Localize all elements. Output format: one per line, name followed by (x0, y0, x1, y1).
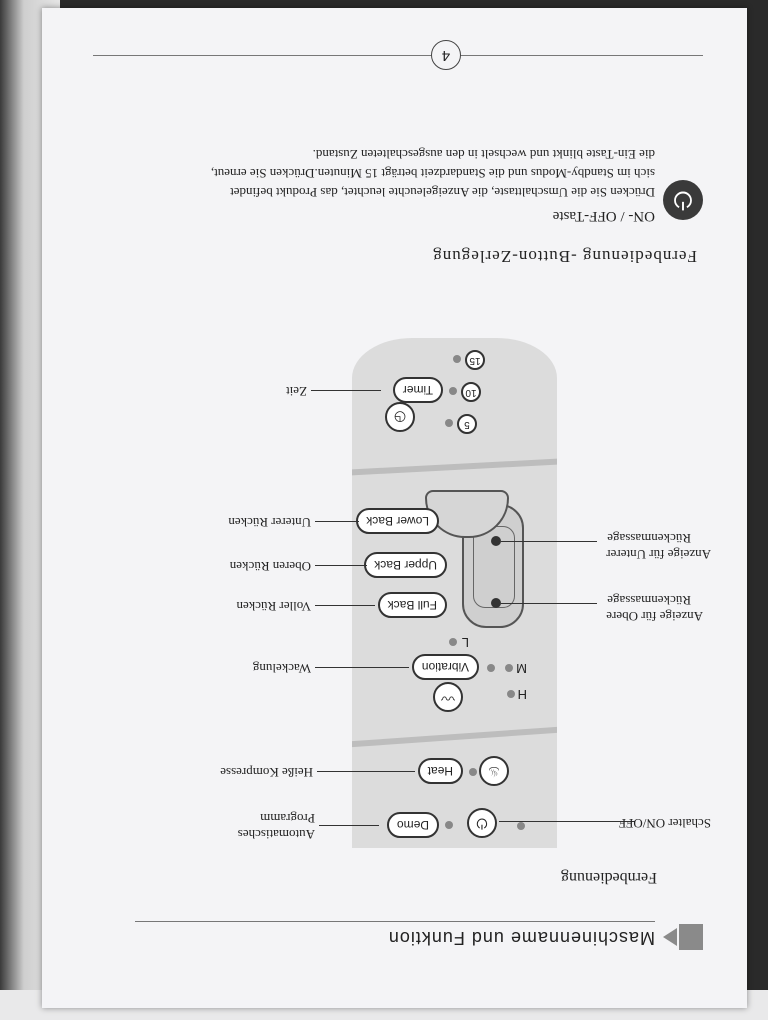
label-unterer: Unterer Rücken (228, 515, 311, 530)
onoff-text-line-2: sich im Standby-Modus und die Standardze… (210, 166, 655, 181)
level-h-label: H (517, 687, 527, 702)
power-button[interactable]: ⏻ (467, 808, 497, 838)
heat-leader (317, 771, 415, 772)
anz-obere-leader (501, 603, 597, 604)
label-schalter: Schalter ON/OFF (618, 816, 711, 831)
upper-indicator-led (491, 598, 501, 608)
timer-15-indicator: 15 (465, 350, 485, 370)
label-auto-1: Automatisches (237, 827, 315, 842)
label-anz-unterer-2: Rückenmassage (607, 531, 691, 546)
lower-indicator-led (491, 536, 501, 546)
manual-page: Maschinenname und Funktion Fernbedienung… (42, 8, 747, 1008)
label-wackelung: Wackelung (252, 661, 311, 676)
upper-back-leader (315, 565, 367, 566)
demo-button[interactable]: Demo (386, 812, 439, 838)
demo-led (445, 821, 453, 829)
onoff-text-line-1: Drücken Sie die Umschalttaste, die Anzei… (230, 185, 655, 200)
label-voller: Voller Rücken (236, 599, 312, 614)
section-triangle-icon (663, 928, 677, 946)
label-anz-unterer-1: Anzeige für Unterer (606, 547, 711, 562)
heat-button[interactable]: Heat (417, 758, 463, 784)
power-leader (499, 821, 635, 822)
section-divider (135, 921, 655, 922)
label-anz-obere-2: Rückenmassage (607, 593, 691, 608)
timer-10-indicator: 10 (461, 382, 481, 402)
timer-15-led (453, 355, 461, 363)
timer-5-led (445, 419, 453, 427)
onoff-description: Drücken Sie die Umschalttaste, die Anzei… (95, 145, 655, 202)
level-m-label: M (516, 661, 527, 676)
heat-led (469, 768, 477, 776)
vibration-led (487, 664, 495, 672)
label-auto-2: Programm (260, 811, 315, 826)
level-h-led (507, 690, 515, 698)
onoff-title: ON- / OFF-Taste (552, 208, 655, 224)
heat-icon: ♨ (479, 756, 509, 786)
onoff-text-line-3: die Ein-Taste blinkt und wechselt in den… (312, 147, 655, 162)
label-heisse: Heiße Kompresse (220, 765, 313, 780)
footer-divider (93, 55, 703, 56)
full-back-leader (315, 605, 375, 606)
section-title: Maschinenname und Funktion (387, 928, 655, 948)
lower-back-button[interactable]: Lower Back (356, 508, 439, 534)
page-content: Maschinenname und Funktion Fernbedienung… (42, 8, 747, 1008)
timer-clock-icon: ◷ (385, 402, 415, 432)
remote-subtitle: Fernbedienung (561, 869, 657, 886)
breakdown-title: Fernbedienung -Button-Zerlegung (432, 247, 697, 266)
anz-unterer-leader (501, 541, 597, 542)
vibration-leader (315, 667, 409, 668)
level-l-led (449, 638, 457, 646)
vibration-icon: 〰 (433, 682, 463, 712)
full-back-button[interactable]: Full Back (377, 592, 447, 618)
upper-back-button[interactable]: Upper Back (364, 552, 447, 578)
power-icon: ⏻ (663, 180, 703, 220)
section-bar-icon (679, 924, 703, 950)
lower-back-leader (315, 521, 359, 522)
label-oberen: Oberen Rücken (229, 559, 311, 574)
level-m-led (505, 664, 513, 672)
timer-leader (311, 390, 381, 391)
level-l-label: L (461, 635, 469, 650)
power-led (517, 822, 525, 830)
label-zeit: Zeit (286, 384, 307, 399)
label-anz-obere-1: Anzeige für Obere (606, 609, 703, 624)
timer-10-led (449, 387, 457, 395)
timer-5-indicator: 5 (457, 414, 477, 434)
vibration-button[interactable]: Vibration (411, 654, 479, 680)
timer-button[interactable]: Timer (392, 377, 443, 403)
page-number: 4 (431, 40, 461, 70)
demo-leader (319, 825, 379, 826)
